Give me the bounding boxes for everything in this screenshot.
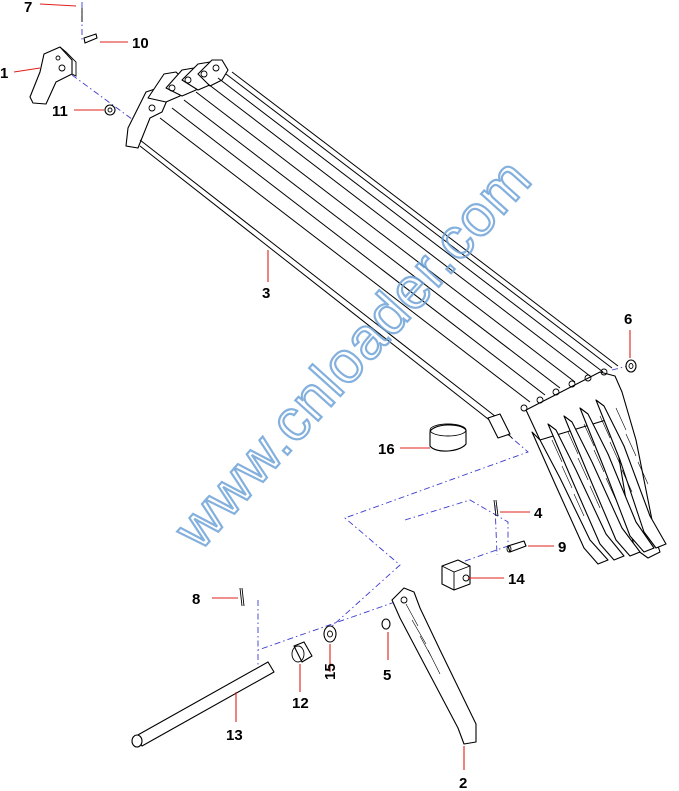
part-2-single-tine: [391, 587, 477, 745]
callout-16: 16: [378, 441, 395, 458]
part-9-pin: [506, 540, 527, 553]
part-8-cotter-pin: [239, 587, 245, 607]
part-3-rods: [139, 71, 619, 439]
callout-6: 6: [624, 311, 632, 328]
part-12-bushing: [291, 641, 313, 663]
callout-7: 7: [24, 0, 32, 16]
watermark-text: www.cnloader.com: [161, 146, 544, 561]
callout-1: 1: [0, 65, 8, 82]
callout-13: 13: [226, 727, 243, 744]
callout-numbers: 7 10 1 11 3 6 16 4 9 14 8 5 15 12 13 2: [0, 0, 632, 791]
part-13-long-pin: [131, 661, 275, 748]
leader-lines: [13, 3, 631, 770]
callout-5: 5: [383, 667, 391, 684]
callout-2: 2: [459, 775, 467, 791]
callout-15: 15: [322, 663, 339, 680]
upper-bracket-row: [125, 59, 229, 149]
part-4-cotter-pin: [493, 499, 499, 517]
callout-10: 10: [132, 35, 149, 52]
callout-12: 12: [292, 695, 309, 712]
part-6-washer: [625, 359, 637, 373]
part-15-washer: [323, 625, 337, 643]
assembly-centerlines: [71, 2, 637, 665]
part-14-clevis: [441, 559, 471, 591]
part-10-pin: [83, 33, 98, 44]
callout-9: 9: [558, 539, 566, 556]
part-5-washer: [381, 618, 391, 630]
part-1-upper-bracket: [29, 46, 77, 105]
callout-3: 3: [262, 285, 270, 302]
part-16-cap: [429, 423, 467, 452]
lower-tine-bank: [520, 368, 667, 565]
callout-4: 4: [534, 505, 543, 522]
callout-14: 14: [508, 571, 525, 588]
part-11-nut: [104, 104, 116, 116]
callout-11: 11: [52, 103, 68, 120]
callout-8: 8: [192, 591, 200, 608]
